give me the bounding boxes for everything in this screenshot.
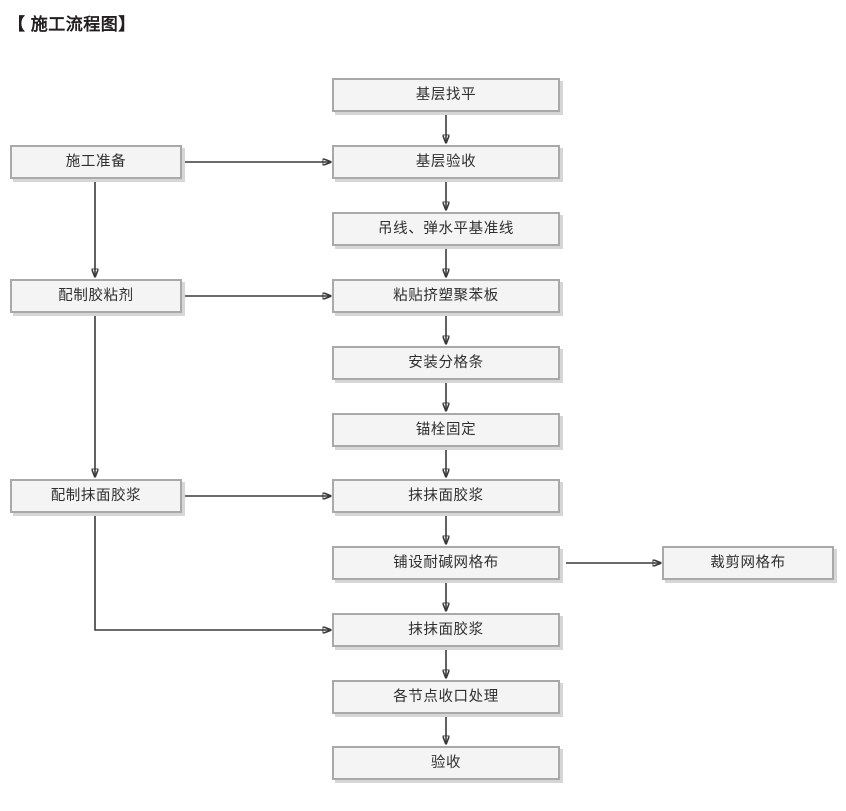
node-label: 铺设耐碱网格布 xyxy=(393,554,499,571)
node-zhantie-jisu-jubenban[interactable]: 粘贴挤塑聚苯板 xyxy=(332,279,560,313)
node-label: 基层验收 xyxy=(415,153,477,170)
edge-peizhimomian-to-momojiaojiang2-elbow xyxy=(94,515,331,630)
node-label: 配制抹面胶浆 xyxy=(50,487,142,504)
page-title: 【 施工流程图】 xyxy=(8,15,136,34)
node-label: 基层找平 xyxy=(415,86,477,103)
node-label: 配制胶粘剂 xyxy=(58,287,134,304)
node-label: 粘贴挤塑聚苯板 xyxy=(393,287,499,304)
node-label: 验收 xyxy=(430,754,462,771)
node-label: 锚栓固定 xyxy=(415,421,477,438)
node-maoshuan-guding[interactable]: 锚栓固定 xyxy=(332,413,560,447)
node-momomian-jiaojiang-1[interactable]: 抹抹面胶浆 xyxy=(332,479,560,513)
node-shigong-zhunbei[interactable]: 施工准备 xyxy=(10,145,182,179)
node-yanshou[interactable]: 验收 xyxy=(332,746,560,780)
node-gejiedian-shoukou-chuli[interactable]: 各节点收口处理 xyxy=(332,680,560,714)
node-anzhuang-fengetiao[interactable]: 安装分格条 xyxy=(332,346,560,380)
node-label: 施工准备 xyxy=(65,153,127,170)
node-label: 安装分格条 xyxy=(408,354,484,371)
node-jiceng-yanshou[interactable]: 基层验收 xyxy=(332,145,560,179)
node-peizhi-jiaonianji[interactable]: 配制胶粘剂 xyxy=(10,279,182,313)
node-label: 抹抹面胶浆 xyxy=(408,487,484,504)
node-label: 吊线、弹水平基准线 xyxy=(378,220,514,237)
node-label: 抹抹面胶浆 xyxy=(408,621,484,638)
node-peizhi-momian-jiaojiang[interactable]: 配制抹面胶浆 xyxy=(10,479,182,513)
node-label: 裁剪网格布 xyxy=(710,554,786,571)
node-label: 各节点收口处理 xyxy=(393,688,499,705)
node-jiceng-zhaoping[interactable]: 基层找平 xyxy=(332,78,560,112)
node-caijian-wanggebu[interactable]: 裁剪网格布 xyxy=(662,546,834,580)
node-momomian-jiaojiang-2[interactable]: 抹抹面胶浆 xyxy=(332,613,560,647)
node-diaoxian-danshuiping-jizhunxian[interactable]: 吊线、弹水平基准线 xyxy=(332,212,560,246)
node-pushe-naijian-wanggebu[interactable]: 铺设耐碱网格布 xyxy=(332,546,560,580)
